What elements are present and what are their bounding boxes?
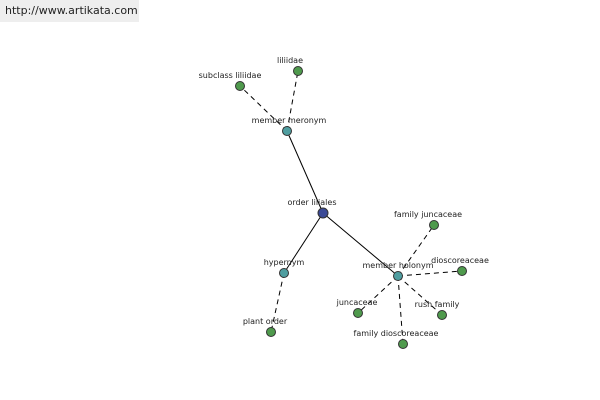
node-family-juncaceae[interactable]: family juncaceae <box>394 210 462 230</box>
node-order-liliales-label[interactable]: order liliales <box>288 198 337 207</box>
site-watermark: http://www.artikata.com <box>0 0 139 22</box>
node-member-holonym-label[interactable]: member holonym <box>362 261 433 270</box>
node-hypernym[interactable]: hypernym <box>264 258 305 278</box>
node-dioscoreaceae-dot[interactable] <box>457 266 467 276</box>
edge-member-meronym-liliidae <box>286 70 299 132</box>
node-liliidae[interactable]: liliidae <box>277 56 303 76</box>
node-order-liliales-dot[interactable] <box>317 207 329 219</box>
node-liliidae-dot[interactable] <box>293 66 303 76</box>
edge-member-holonym-dioscoreaceae <box>397 270 463 277</box>
edge-order-liliales-hypernym <box>283 212 324 274</box>
node-subclass-liliidae-dot[interactable] <box>235 81 245 91</box>
edge-member-meronym-subclass-liliidae <box>239 85 288 132</box>
node-juncaceae-label[interactable]: juncaceae <box>336 298 378 307</box>
node-family-juncaceae-label[interactable]: family juncaceae <box>394 210 462 219</box>
edge-member-holonym-family-dioscoreaceae <box>397 275 404 345</box>
node-family-dioscoreaceae-dot[interactable] <box>398 339 408 349</box>
node-hypernym-dot[interactable] <box>279 268 289 278</box>
edge-order-liliales-member-meronym <box>286 130 324 214</box>
node-member-holonym-dot[interactable] <box>393 271 403 281</box>
node-subclass-liliidae[interactable]: subclass liliidae <box>199 71 262 91</box>
edge-member-holonym-juncaceae <box>357 275 399 314</box>
node-plant-order-dot[interactable] <box>266 327 276 337</box>
node-plant-order[interactable]: plant order <box>243 317 288 337</box>
node-liliidae-label[interactable]: liliidae <box>277 56 303 65</box>
node-member-meronym-dot[interactable] <box>282 126 292 136</box>
node-member-holonym[interactable]: member holonym <box>362 261 434 281</box>
node-subclass-liliidae-label[interactable]: subclass liliidae <box>199 71 262 80</box>
node-order-liliales[interactable]: order liliales <box>288 198 337 219</box>
node-family-dioscoreaceae[interactable]: family dioscoreaceae <box>354 329 439 349</box>
edge-hypernym-plant-order <box>270 272 285 333</box>
node-dioscoreaceae-label[interactable]: dioscoreaceae <box>431 256 489 265</box>
node-family-dioscoreaceae-label[interactable]: family dioscoreaceae <box>354 329 439 338</box>
graph-nodes: subclass liliidae liliidae plant order fami… <box>199 56 489 349</box>
edge-order-liliales-member-holonym <box>322 212 399 277</box>
node-rush-family-dot[interactable] <box>437 310 447 320</box>
node-family-juncaceae-dot[interactable] <box>429 220 439 230</box>
node-plant-order-label[interactable]: plant order <box>243 317 288 326</box>
node-juncaceae[interactable]: juncaceae <box>336 298 378 318</box>
node-rush-family[interactable]: rush family <box>415 300 460 320</box>
node-member-meronym[interactable]: member meronym <box>252 116 327 136</box>
node-member-meronym-label[interactable]: member meronym <box>252 116 327 125</box>
node-hypernym-label[interactable]: hypernym <box>264 258 305 267</box>
node-juncaceae-dot[interactable] <box>353 308 363 318</box>
edge-member-holonym-rush-family <box>397 275 443 316</box>
node-rush-family-label[interactable]: rush family <box>415 300 460 309</box>
graph-edges <box>239 70 463 345</box>
edge-member-holonym-family-juncaceae <box>397 224 435 277</box>
node-dioscoreaceae[interactable]: dioscoreaceae <box>431 256 489 276</box>
